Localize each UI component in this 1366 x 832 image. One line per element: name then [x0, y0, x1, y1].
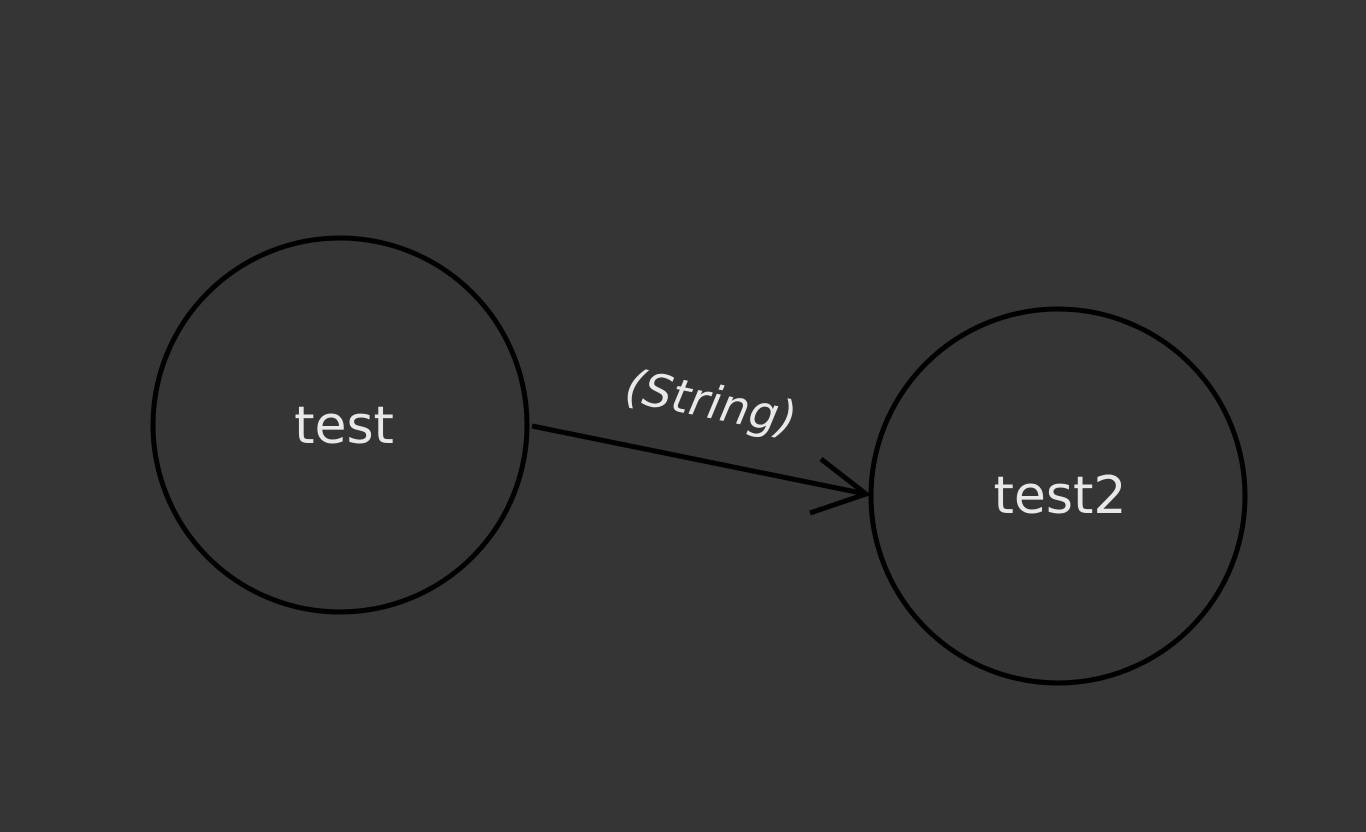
node-label: test: [294, 396, 394, 456]
edge-label: (String): [621, 358, 801, 445]
node-test2[interactable]: test2: [868, 306, 1248, 686]
arrowhead-icon: [809, 457, 872, 516]
edge-line[interactable]: [531, 423, 867, 497]
edge-test-to-test2[interactable]: (String): [531, 358, 872, 516]
node-circle[interactable]: [868, 306, 1248, 686]
node-circle[interactable]: [150, 235, 530, 615]
node-label: test2: [994, 466, 1127, 526]
node-test[interactable]: test: [150, 235, 530, 615]
